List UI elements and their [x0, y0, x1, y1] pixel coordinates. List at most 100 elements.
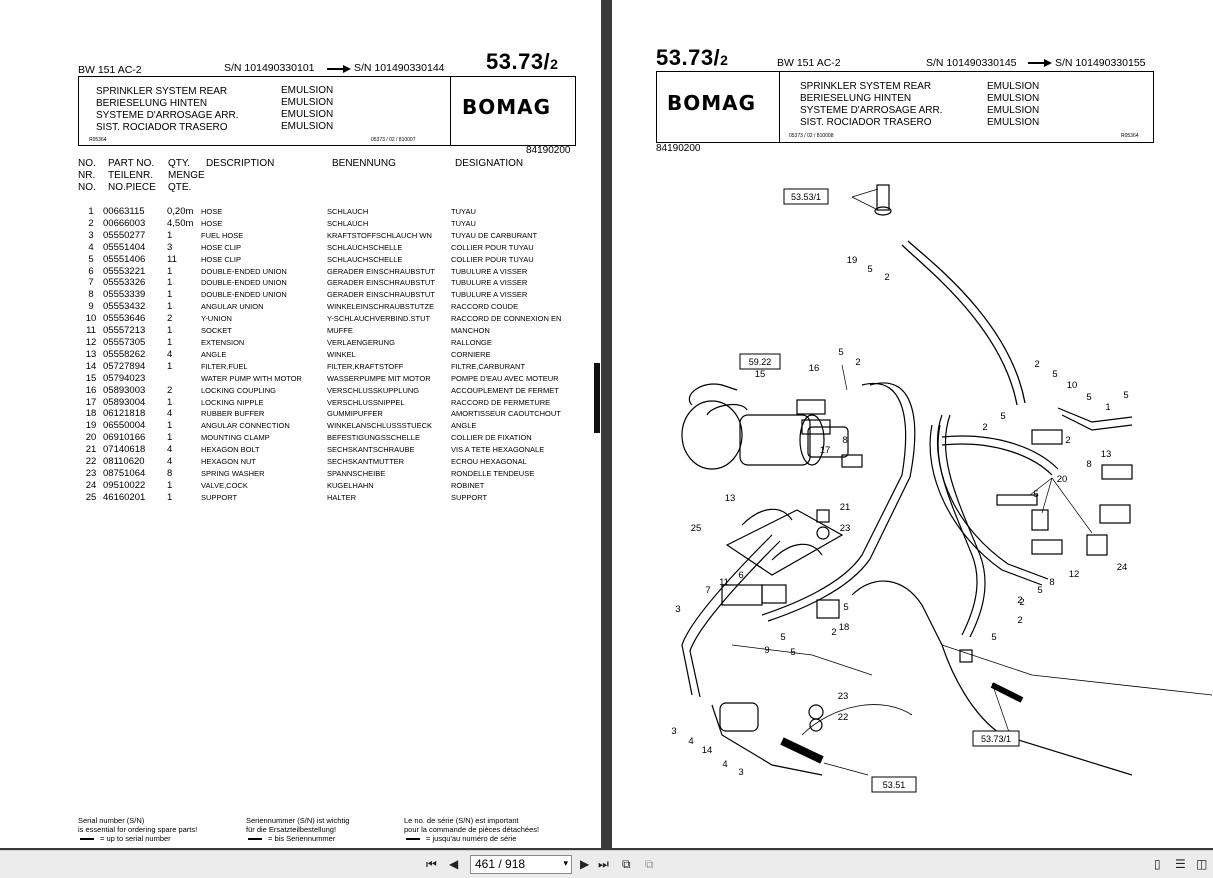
ref-box-label: 59.22: [749, 357, 772, 367]
single-page-view-icon[interactable]: ▯: [1154, 857, 1161, 871]
parts-cell-part: 05553326: [103, 277, 146, 289]
parts-cell-part: 05557305: [103, 336, 146, 348]
serial-arrow-icon: [327, 65, 351, 73]
parts-cell-ben: VERLAENGERUNG: [327, 337, 395, 347]
parts-cell-qty: 1: [167, 301, 173, 313]
header-text: TEILENR.: [108, 170, 154, 181]
callout-1: 1: [1105, 402, 1110, 413]
title-es: SIST. ROCIADOR TRASERO: [96, 122, 228, 133]
parts-cell-part: 05727894: [103, 360, 146, 372]
parts-cell-des: TUBULURE A VISSER: [451, 278, 528, 288]
parts-cell-no: 25: [85, 491, 97, 503]
hose-line: [1061, 414, 1133, 431]
parts-cell-ben: WINKELANSCHLUSSSTUECK: [327, 421, 433, 431]
parts-cell-des: RONDELLE TENDEUSE: [451, 468, 535, 478]
parts-cell-ben: SCHLAUCHSCHELLE: [327, 254, 403, 264]
parts-cell-desc: RUBBER BUFFER: [201, 409, 265, 419]
model-label: BW 151 AC-2: [777, 57, 841, 69]
title-es: SIST. ROCIADOR TRASERO: [800, 117, 932, 128]
first-page-icon[interactable]: ⏮: [426, 857, 437, 871]
parts-cell-ben: GERADER EINSCHRAUBSTUT: [327, 266, 435, 276]
parts-cell-part: 07140618: [103, 444, 146, 456]
parts-cell-qty: 1: [167, 479, 173, 491]
valve-cock-drawing: [1099, 504, 1131, 524]
parts-cell-des: ECROU HEXAGONAL: [451, 457, 527, 467]
parts-cell-des: VIS A TETE HEXAGONALE: [451, 445, 545, 455]
footer-line: Serial number (S/N): [78, 816, 145, 825]
pump-head-drawing: [807, 426, 849, 458]
parts-cell-ben: SCHLAUCHSCHELLE: [327, 242, 403, 252]
callout-20: 20: [1057, 474, 1068, 485]
parts-cell-des: TUYAU: [451, 218, 476, 228]
callout-25: 25: [691, 523, 702, 534]
rubber-buffer-drawing: [771, 543, 823, 561]
continuous-view-icon[interactable]: ☰: [1175, 857, 1186, 871]
parts-cell-no: 6: [88, 265, 94, 277]
parts-cell-ben: HALTER: [327, 492, 357, 502]
diagram-drawing: [681, 184, 1213, 776]
parts-cell-qty: 0,20m: [167, 206, 194, 217]
next-page-icon[interactable]: ▶: [580, 857, 590, 871]
parts-cell-part: 00666003: [103, 217, 146, 229]
title-box: SPRINKLER SYSTEM REAR BERIESELUNG HINTEN…: [78, 76, 576, 146]
title-en: SPRINKLER SYSTEM REAR: [800, 81, 932, 92]
footer-line: Le no. de série (S/N) est important: [404, 816, 519, 825]
previous-page-icon[interactable]: ◀: [449, 857, 459, 871]
parts-cell-des: ROBINET: [451, 480, 485, 490]
last-page-icon[interactable]: ⏭: [598, 857, 609, 871]
callout-5: 5: [780, 632, 785, 643]
buffer-drawing: [816, 599, 840, 619]
parts-cell-no: 15: [85, 372, 97, 384]
parts-cell-des: TUBULURE A VISSER: [451, 266, 528, 276]
footer-note-de: Seriennummer (S/N) ist wichtig für die E…: [246, 816, 349, 843]
serial-to: S/N 101490330155: [1055, 57, 1146, 69]
union-drawing: [721, 584, 763, 606]
parts-cell-part: 05551404: [103, 241, 146, 253]
parts-cell-des: TUYAU DE CARBURANT: [451, 230, 538, 240]
parts-cell-qty: 1: [167, 277, 173, 289]
parts-cell-des: COLLIER DE FIXATION: [451, 433, 532, 443]
parts-cell-qty: 4: [167, 348, 173, 360]
hose-line: [941, 443, 1053, 476]
parts-cell-ben: WASSERPUMPE MIT MOTOR: [327, 373, 431, 383]
bolt-drawing: [996, 494, 1038, 506]
page-scroll-indicator[interactable]: [594, 363, 600, 433]
frame-outline: [731, 644, 873, 676]
parts-cell-part: 05550277: [103, 229, 146, 241]
parts-cell-des: RACCORD DE FERMETURE: [451, 397, 551, 407]
rotate-page-icon[interactable]: ⧉: [622, 857, 631, 871]
hose-line: [681, 534, 773, 696]
parts-cell-no: 1: [88, 206, 94, 217]
angle-drawing: [1101, 464, 1133, 480]
parts-cell-no: 8: [88, 289, 94, 301]
doc-code-mid: 05373 / 02 / 810008: [789, 133, 834, 139]
callout-3: 3: [675, 604, 680, 615]
parts-cell-ben: SCHLAUCH: [327, 218, 369, 228]
extension-drawing: [1031, 539, 1063, 555]
pump-motor-drawing: [681, 400, 743, 470]
callout-9: 9: [764, 645, 769, 656]
callout-2: 2: [1017, 615, 1022, 626]
callout-5: 5: [1000, 411, 1005, 422]
page-number-select[interactable]: 461 / 918 ▾: [470, 855, 572, 874]
two-page-view-icon[interactable]: ◫: [1196, 857, 1208, 871]
col-header-part: PART NO. TEILENR. NO.PIECE: [108, 158, 156, 194]
callout-13: 13: [725, 493, 736, 504]
copy-page-icon[interactable]: ⧉: [645, 857, 654, 871]
parts-cell-desc: DOUBLE-ENDED UNION: [201, 278, 287, 288]
model-label: BW 151 AC-2: [78, 64, 142, 76]
leader-line: [991, 682, 1011, 736]
hose-clip-drawing: [706, 403, 748, 416]
parts-cell-qty: 2: [167, 384, 173, 396]
leader-line: [851, 188, 879, 211]
col-header-description: DESCRIPTION: [206, 158, 275, 169]
fuel-filter-drawing: [719, 702, 759, 732]
parts-cell-desc: HOSE: [201, 218, 223, 228]
callout-5: 5: [1052, 369, 1057, 380]
parts-cell-des: AMORTISSEUR CAOUTCHOUT: [451, 409, 561, 419]
